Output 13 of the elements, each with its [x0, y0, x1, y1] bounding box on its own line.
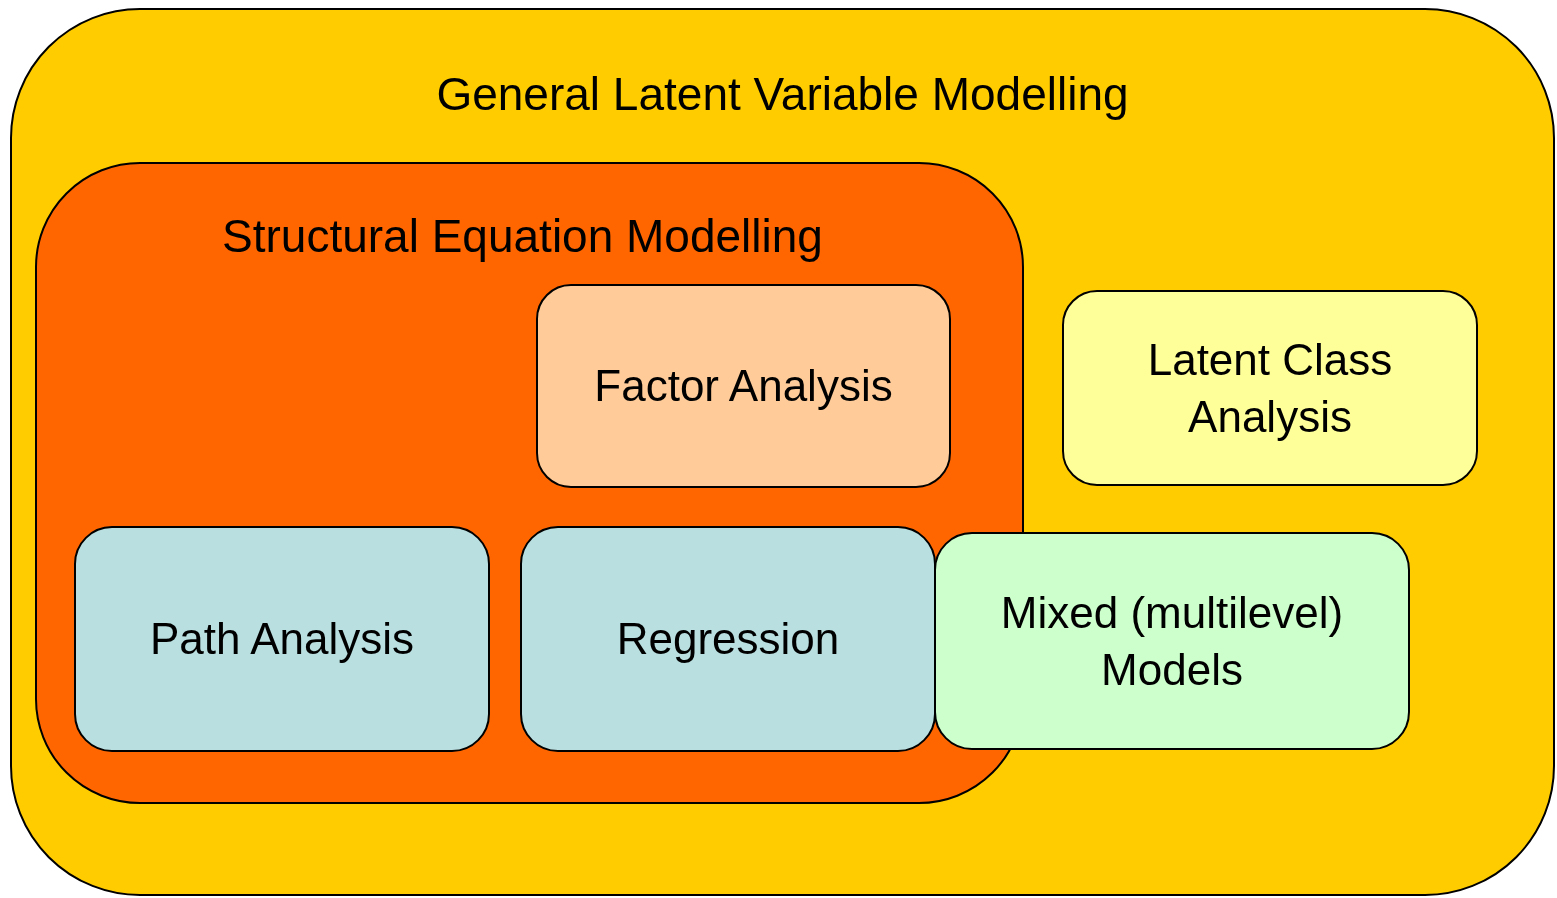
method-box	[74, 526, 490, 752]
method-box	[520, 526, 936, 752]
region-title: Structural Equation Modelling	[221, 210, 824, 263]
method-label: Regression	[616, 613, 840, 666]
method-box	[536, 284, 951, 488]
region-title: General Latent Variable Modelling	[435, 68, 1130, 121]
group-region	[10, 8, 1555, 896]
method-label: Latent Class Analysis	[1146, 333, 1394, 443]
method-label: Mixed (multilevel) Models	[999, 586, 1345, 696]
method-label: Factor Analysis	[594, 360, 893, 413]
method-box	[934, 532, 1410, 750]
method-box	[1062, 290, 1478, 486]
method-label: Path Analysis	[149, 613, 415, 666]
